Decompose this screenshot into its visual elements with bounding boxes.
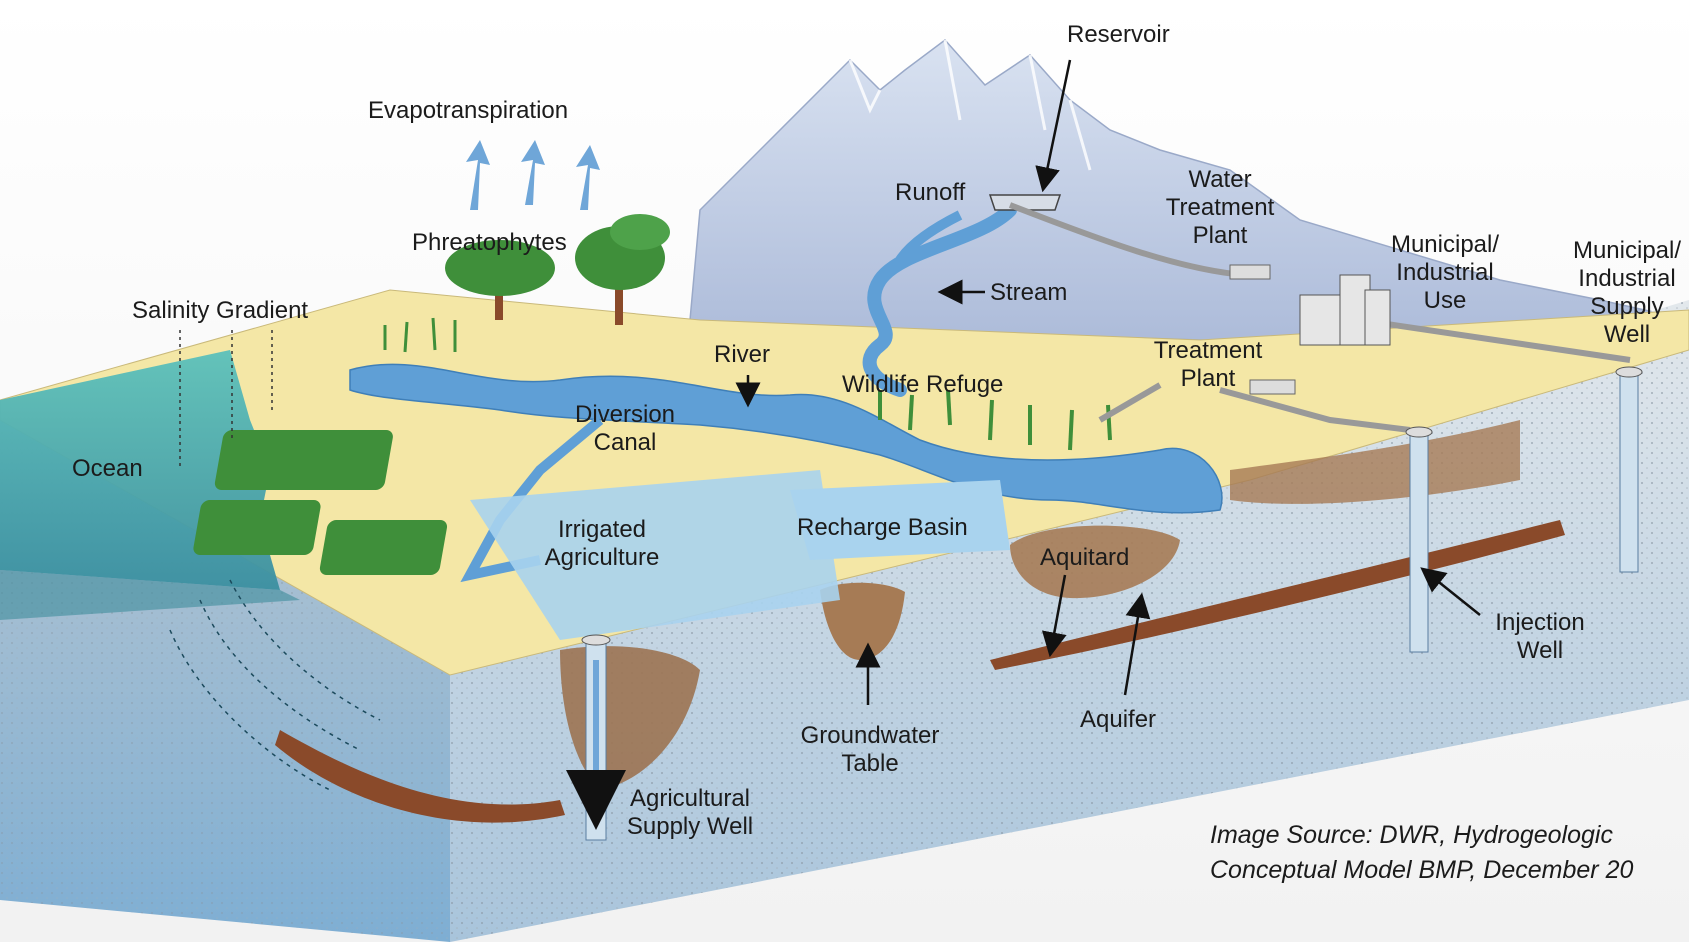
label-treatment-plant-1: Treatment (1154, 337, 1263, 364)
injection-well (1405, 426, 1433, 653)
label-phreatophytes: Phreatophytes (412, 229, 567, 256)
water-treatment-plant-structure (1229, 264, 1271, 280)
label-agricultural-supply-well-2: Supply Well (627, 813, 753, 840)
label-irrigated-agriculture-1: Irrigated (558, 516, 646, 543)
ocean-depth (0, 570, 300, 620)
label-diversion-canal-1: Diversion (575, 401, 675, 428)
label-ocean: Ocean (72, 455, 143, 482)
label-treatment-plant-2: Plant (1181, 365, 1236, 392)
crop-patches (193, 430, 448, 575)
label-water-treatment-plant-3: Plant (1193, 222, 1248, 249)
label-aquitard: Aquitard (1040, 544, 1129, 571)
supply-pipe (1359, 317, 1631, 363)
label-municipal-supply-well-1: Municipal/ (1573, 237, 1681, 264)
coastal-reeds (383, 317, 457, 353)
source-caption-line-2: Conceptual Model BMP, December 20 (1210, 856, 1633, 884)
label-municipal-supply-well-3: Supply (1590, 293, 1663, 320)
groundwater-mound (820, 582, 905, 660)
upland-soil (1230, 420, 1520, 504)
label-municipal-supply-well-2: Industrial (1578, 265, 1675, 292)
label-agricultural-supply-well-1: Agricultural (630, 785, 750, 812)
label-injection-well-1: Injection (1495, 609, 1584, 636)
mountain-highlights (848, 39, 1092, 171)
label-groundwater-table-2: Table (841, 750, 898, 777)
label-water-treatment-plant-2: Treatment (1166, 194, 1275, 221)
municipal-buildings (1299, 274, 1391, 346)
treatment-plant-structure (1249, 379, 1296, 395)
label-evapotranspiration: Evapotranspiration (368, 97, 568, 124)
runoff-channel (895, 210, 963, 263)
label-municipal-supply-well-4: Well (1604, 321, 1650, 348)
label-salinity-gradient: Salinity Gradient (132, 297, 308, 324)
evapotranspiration-arrows (466, 140, 600, 210)
municipal-supply-well (1615, 366, 1643, 573)
label-reservoir: Reservoir (1067, 21, 1170, 48)
irrigated-field (470, 470, 840, 640)
seawater-intrusion-lines (169, 579, 381, 791)
treatment-pipes (1098, 382, 1411, 433)
label-water-treatment-plant-1: Water (1188, 166, 1251, 193)
callout-arrows (735, 59, 1481, 705)
left-clay-layer (275, 730, 565, 823)
label-recharge-basin: Recharge Basin (797, 514, 968, 541)
river (349, 363, 1223, 514)
stream (862, 203, 1017, 397)
agricultural-supply-well (566, 634, 626, 841)
label-municipal-use-1: Municipal/ (1391, 231, 1499, 258)
label-wildlife-refuge: Wildlife Refuge (842, 371, 1003, 398)
label-stream: Stream (990, 279, 1067, 306)
label-runoff: Runoff (895, 179, 966, 206)
reservoir-dam (988, 194, 1062, 211)
recharge-basin (790, 480, 1010, 560)
aquitard-lens (1010, 525, 1180, 599)
label-municipal-use-2: Industrial (1396, 259, 1493, 286)
raw-water-pipe (1008, 202, 1246, 278)
label-river: River (714, 341, 770, 368)
label-irrigated-agriculture-2: Agriculture (545, 544, 660, 571)
source-caption-line-1: Image Source: DWR, Hydrogeologic (1210, 821, 1613, 849)
label-groundwater-table-1: Groundwater (801, 722, 940, 749)
label-aquifer: Aquifer (1080, 706, 1156, 733)
label-injection-well-2: Well (1517, 637, 1563, 664)
wildlife-refuge-vegetation (878, 389, 1112, 451)
label-municipal-use-3: Use (1424, 287, 1467, 314)
salinity-gradient-lines (179, 330, 273, 470)
label-diversion-canal-2: Canal (594, 429, 657, 456)
phreatophyte-trees (445, 214, 670, 325)
